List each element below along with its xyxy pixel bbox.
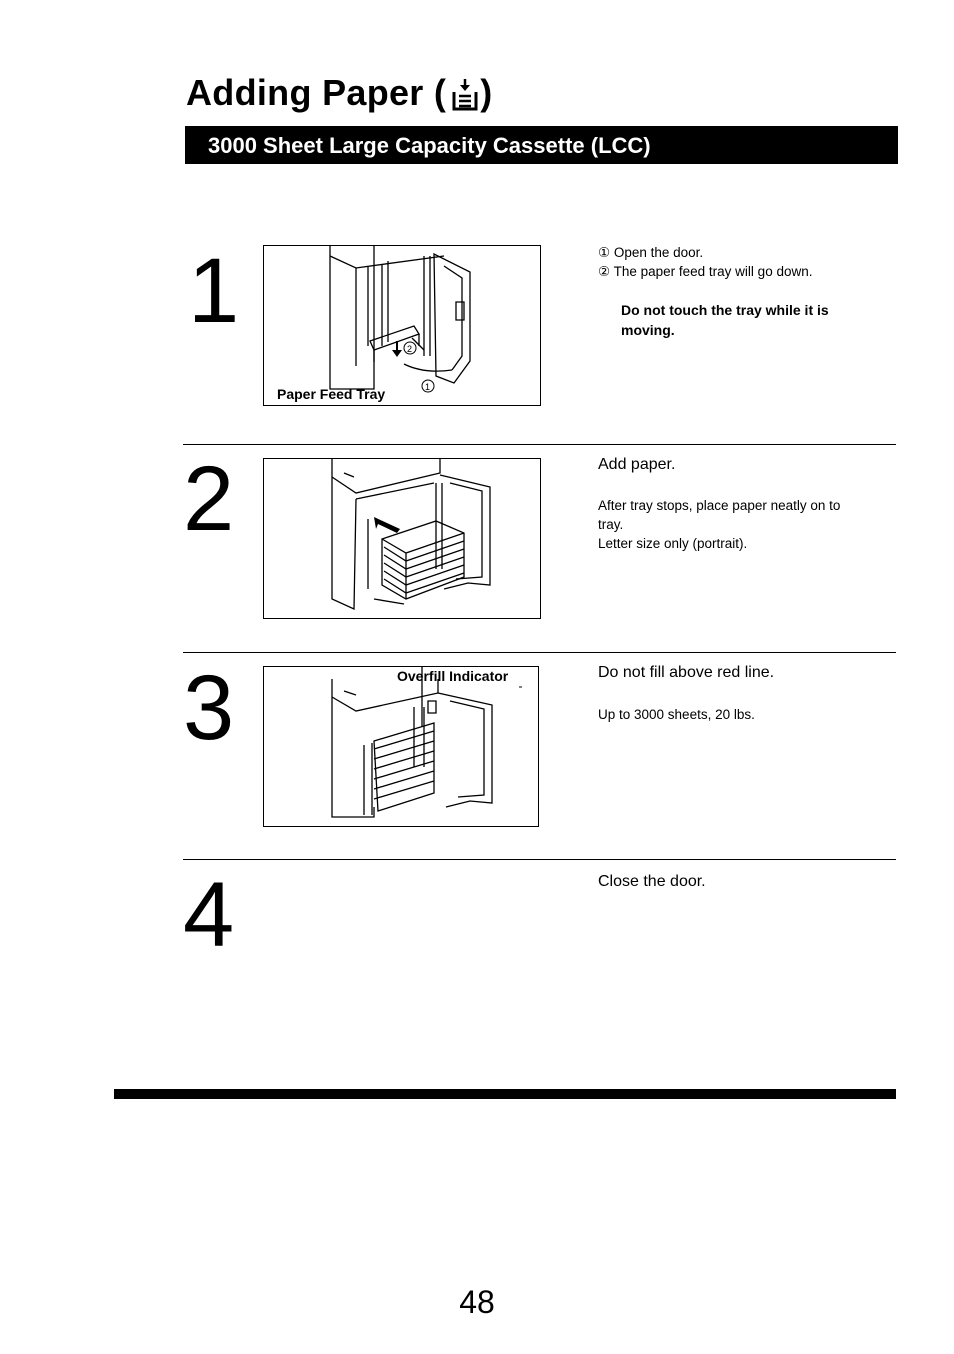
page-number: 48 — [459, 1284, 495, 1320]
step-3-heading: Do not fill above red line. — [598, 664, 775, 681]
step-1-number: 1 — [188, 240, 240, 342]
svg-text:1: 1 — [425, 382, 430, 392]
footer-rule — [114, 1089, 896, 1099]
step-2-line-1: After tray stops, place paper neatly on … — [598, 498, 841, 513]
step-2-illustration — [331, 459, 491, 611]
step-1-line-1: ① Open the door. — [598, 245, 704, 260]
step-2-line-2: tray. — [598, 517, 624, 532]
step-3-illustration — [331, 667, 522, 818]
page-title-close: ) — [480, 72, 493, 113]
page-title: Adding Paper ( ) — [186, 72, 493, 120]
section-banner: 3000 Sheet Large Capacity Cassette (LCC) — [185, 126, 898, 164]
step-4-heading: Close the door. — [598, 873, 706, 890]
step-2-heading: Add paper. — [598, 456, 676, 473]
step-1-figure: 2 1 Paper Feed Tray — [263, 245, 541, 406]
step-3-number: 3 — [183, 657, 235, 759]
paper-feed-tray-label: Paper Feed Tray — [277, 386, 386, 402]
step-4-number: 4 — [183, 864, 235, 966]
step-divider-1 — [183, 444, 896, 445]
paper-tray-icon — [450, 77, 480, 120]
page-title-text: Adding Paper ( — [186, 72, 447, 113]
step-1-warning: Do not touch the tray while it is moving… — [621, 302, 829, 338]
svg-text:2: 2 — [407, 344, 412, 354]
step-2-line-3: Letter size only (portrait). — [598, 536, 748, 551]
step-1-line-2: ② The paper feed tray will go down. — [598, 264, 813, 279]
step-2-figure — [263, 458, 541, 619]
step-divider-2 — [183, 652, 896, 653]
step-divider-3 — [183, 859, 896, 860]
step-3-figure: Overfill Indicator — [263, 666, 539, 827]
section-title: 3000 Sheet Large Capacity Cassette (LCC) — [208, 133, 651, 158]
step-1-illustration: 2 1 — [329, 246, 471, 393]
step-2-number: 2 — [183, 448, 235, 550]
overfill-indicator-label: Overfill Indicator — [397, 668, 509, 684]
step-3-line-1: Up to 3000 sheets, 20 lbs. — [598, 707, 755, 722]
